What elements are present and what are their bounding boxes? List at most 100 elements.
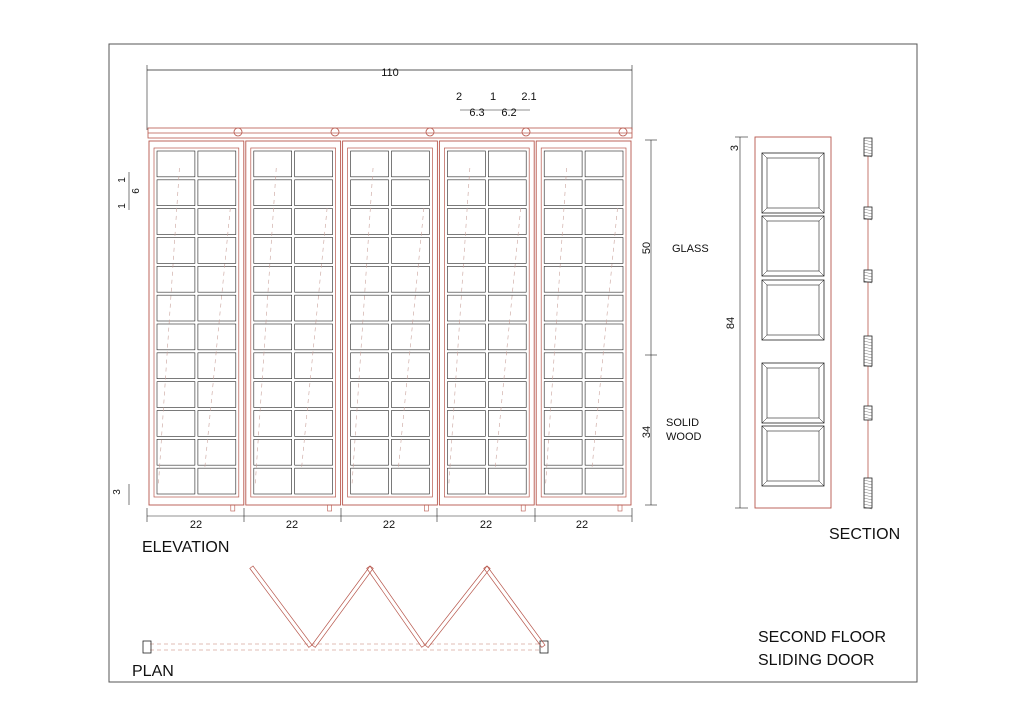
glass-pane (197, 237, 237, 264)
glass-pane (487, 266, 527, 293)
wood-height-dim: 34 (641, 426, 653, 438)
glass-pane (447, 323, 486, 351)
glass-pane (584, 294, 624, 322)
glass-pane (391, 266, 430, 293)
solid-note: SOLID (666, 417, 699, 429)
glass-pane (253, 208, 293, 235)
glass-pane (253, 439, 293, 466)
glass-pane (447, 467, 486, 495)
glass-pane (447, 208, 486, 235)
glass-pane (350, 179, 389, 206)
glass-pane (584, 150, 624, 178)
glass-pane (543, 208, 583, 235)
glass-pane (584, 439, 624, 466)
plan-view (142, 565, 549, 654)
left-detail-1b: 1 (117, 203, 128, 209)
glass-pane (487, 150, 527, 178)
panel-width-4: 22 (480, 519, 492, 531)
glass-pane (253, 467, 293, 495)
raised-panel (761, 362, 825, 424)
glass-pane (294, 294, 333, 322)
panel-width-dimensions: 22 22 22 22 22 (146, 508, 633, 531)
wood-note: WOOD (666, 431, 701, 443)
door-panel (438, 140, 535, 506)
glass-pane (253, 352, 293, 379)
section-dimensions: 3 84 (725, 136, 748, 509)
glass-pane (584, 237, 624, 264)
glass-pane (487, 179, 527, 206)
glass-pane (156, 179, 196, 206)
raised-panel (761, 215, 825, 277)
glass-pane (294, 323, 333, 351)
glass-pane (350, 237, 389, 264)
glass-pane (487, 467, 527, 495)
glass-pane (391, 208, 430, 235)
folding-leaf (483, 565, 546, 648)
glass-pane (350, 439, 389, 466)
glass-pane (543, 179, 583, 206)
section-profile (863, 137, 873, 510)
plan-title: PLAN (132, 663, 174, 680)
glass-pane (391, 381, 430, 408)
glass-pane (391, 294, 430, 322)
glass-pane (156, 323, 196, 351)
top-detail-2: 2 (456, 91, 462, 103)
sheet-border (108, 43, 918, 683)
folding-leaf (249, 565, 313, 648)
left-detail-6: 6 (131, 188, 142, 194)
glass-pane (487, 237, 527, 264)
glass-pane (156, 294, 196, 322)
glass-pane (294, 381, 333, 408)
glass-pane (197, 294, 237, 322)
glass-pane (253, 323, 293, 351)
glass-note: GLASS (672, 243, 709, 255)
section-height-dim: 84 (725, 317, 737, 329)
glass-pane (543, 266, 583, 293)
glass-pane (197, 150, 237, 178)
folding-leaf (424, 565, 491, 648)
glass-pane (156, 266, 196, 293)
height-dimensions: 50 GLASS 34 SOLID WOOD (641, 139, 709, 506)
glass-pane (294, 150, 333, 178)
glass-pane (543, 410, 583, 437)
left-detail-1a: 1 (117, 177, 128, 183)
glass-pane (543, 294, 583, 322)
glass-pane (253, 381, 293, 408)
glass-pane (447, 294, 486, 322)
glass-pane (543, 323, 583, 351)
glass-pane (487, 410, 527, 437)
glass-pane (294, 208, 333, 235)
glass-pane (584, 179, 624, 206)
glass-pane (447, 150, 486, 178)
glass-pane (543, 439, 583, 466)
glass-pane (253, 294, 293, 322)
glass-pane (197, 410, 237, 437)
glass-pane (350, 352, 389, 379)
glass-pane (350, 208, 389, 235)
door-panel (245, 140, 342, 506)
top-detail-2-1: 2.1 (521, 91, 536, 103)
panel-width-2: 22 (286, 519, 298, 531)
glass-pane (197, 179, 237, 206)
glass-pane (584, 381, 624, 408)
glass-pane (197, 266, 237, 293)
door-panels (148, 140, 632, 512)
panel-width-1: 22 (190, 519, 202, 531)
glass-pane (487, 208, 527, 235)
glass-pane (253, 266, 293, 293)
glass-pane (447, 237, 486, 264)
glass-pane (350, 467, 389, 495)
drawing-title-line2: SLIDING DOOR (758, 652, 874, 669)
section-door (754, 136, 832, 509)
glass-pane (584, 352, 624, 379)
section-top-dim: 3 (729, 145, 741, 151)
glass-pane (543, 150, 583, 178)
glass-pane (543, 467, 583, 495)
glass-pane (391, 179, 430, 206)
glass-pane (391, 323, 430, 351)
glass-pane (197, 381, 237, 408)
glass-pane (156, 381, 196, 408)
glass-pane (197, 352, 237, 379)
glass-pane (391, 410, 430, 437)
